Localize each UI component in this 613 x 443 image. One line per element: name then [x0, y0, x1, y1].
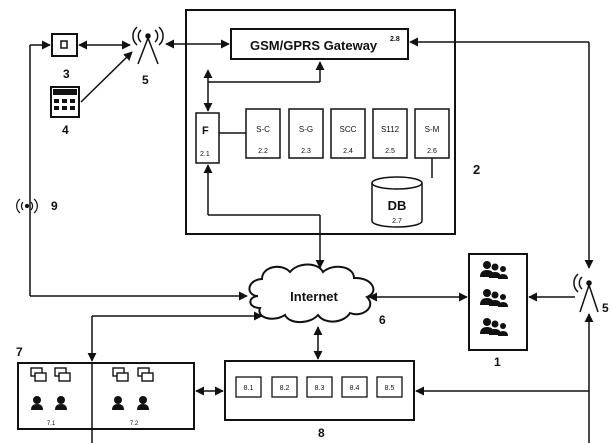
- group-8-item-3: 8.3: [306, 376, 333, 398]
- module-label: S-G: [299, 125, 313, 134]
- module-number: 2.5: [385, 148, 395, 155]
- group-8-item-4: 8.4: [341, 376, 368, 398]
- module-s112: S112 2.5: [372, 108, 408, 159]
- system-number: 2: [473, 162, 480, 177]
- gateway-box: [230, 28, 409, 60]
- group-8-item-label: 8.1: [244, 385, 254, 392]
- group-8-number: 8: [318, 426, 325, 440]
- users-icon: [480, 289, 508, 307]
- device-4: [50, 86, 80, 118]
- internet-label: Internet: [290, 289, 338, 304]
- users-number: 1: [494, 355, 501, 369]
- f-block-number: 2.1: [200, 151, 210, 158]
- antenna-top-icon: [132, 26, 164, 65]
- group-7-sub1: 7.1: [47, 421, 56, 427]
- person-icons: [31, 396, 149, 410]
- module-s-g: S-G 2.3: [288, 108, 324, 159]
- users-icon: [480, 318, 508, 336]
- gateway-number: 2.8: [390, 36, 400, 43]
- module-label: S-C: [256, 125, 270, 134]
- group-8-item-1: 8.1: [235, 376, 262, 398]
- group-8-item-label: 8.2: [280, 385, 290, 392]
- internal-connections: [203, 61, 433, 269]
- group-8-item-label: 8.5: [385, 385, 395, 392]
- internet-cloud: [248, 263, 375, 324]
- antenna-right-icon: [573, 273, 599, 313]
- users-icon: [480, 261, 508, 279]
- wireless-icon: [16, 198, 38, 214]
- device-3-number: 3: [63, 67, 70, 81]
- wireless-number: 9: [51, 199, 58, 213]
- group-7-sub2: 7.2: [130, 421, 139, 427]
- computer-icons: [30, 367, 154, 382]
- antenna-top-number: 5: [142, 73, 149, 87]
- group-8-item-2: 8.2: [271, 376, 298, 398]
- module-s-c: S-C 2.2: [245, 108, 281, 159]
- module-label: S-M: [425, 125, 440, 134]
- module-label: S112: [381, 125, 400, 134]
- group-8-item-label: 8.4: [350, 385, 360, 392]
- module-number: 2.6: [427, 148, 437, 155]
- module-scc: SCC 2.4: [330, 108, 366, 159]
- gateway-label: GSM/GPRS Gateway: [250, 38, 378, 53]
- group-8-item-5: 8.5: [376, 376, 403, 398]
- module-number: 2.3: [301, 148, 311, 155]
- group-8-item-label: 8.3: [315, 385, 325, 392]
- external-connections: [29, 37, 594, 443]
- internet-number: 6: [379, 313, 386, 327]
- module-number: 2.2: [258, 148, 268, 155]
- group-7-number: 7: [16, 345, 23, 359]
- antenna-right-number: 5: [602, 301, 609, 315]
- database-label: DB: [388, 198, 407, 213]
- device-4-number: 4: [62, 123, 69, 137]
- database-cylinder: DB 2.7: [371, 176, 423, 228]
- group-7-box: [17, 362, 195, 430]
- f-block-label: F: [202, 125, 209, 137]
- module-label: SCC: [340, 125, 357, 134]
- module-s-m: S-M 2.6: [414, 108, 450, 159]
- database-number: 2.7: [392, 218, 402, 225]
- module-number: 2.4: [343, 148, 353, 155]
- f-block: [195, 112, 220, 164]
- device-3: [51, 33, 78, 57]
